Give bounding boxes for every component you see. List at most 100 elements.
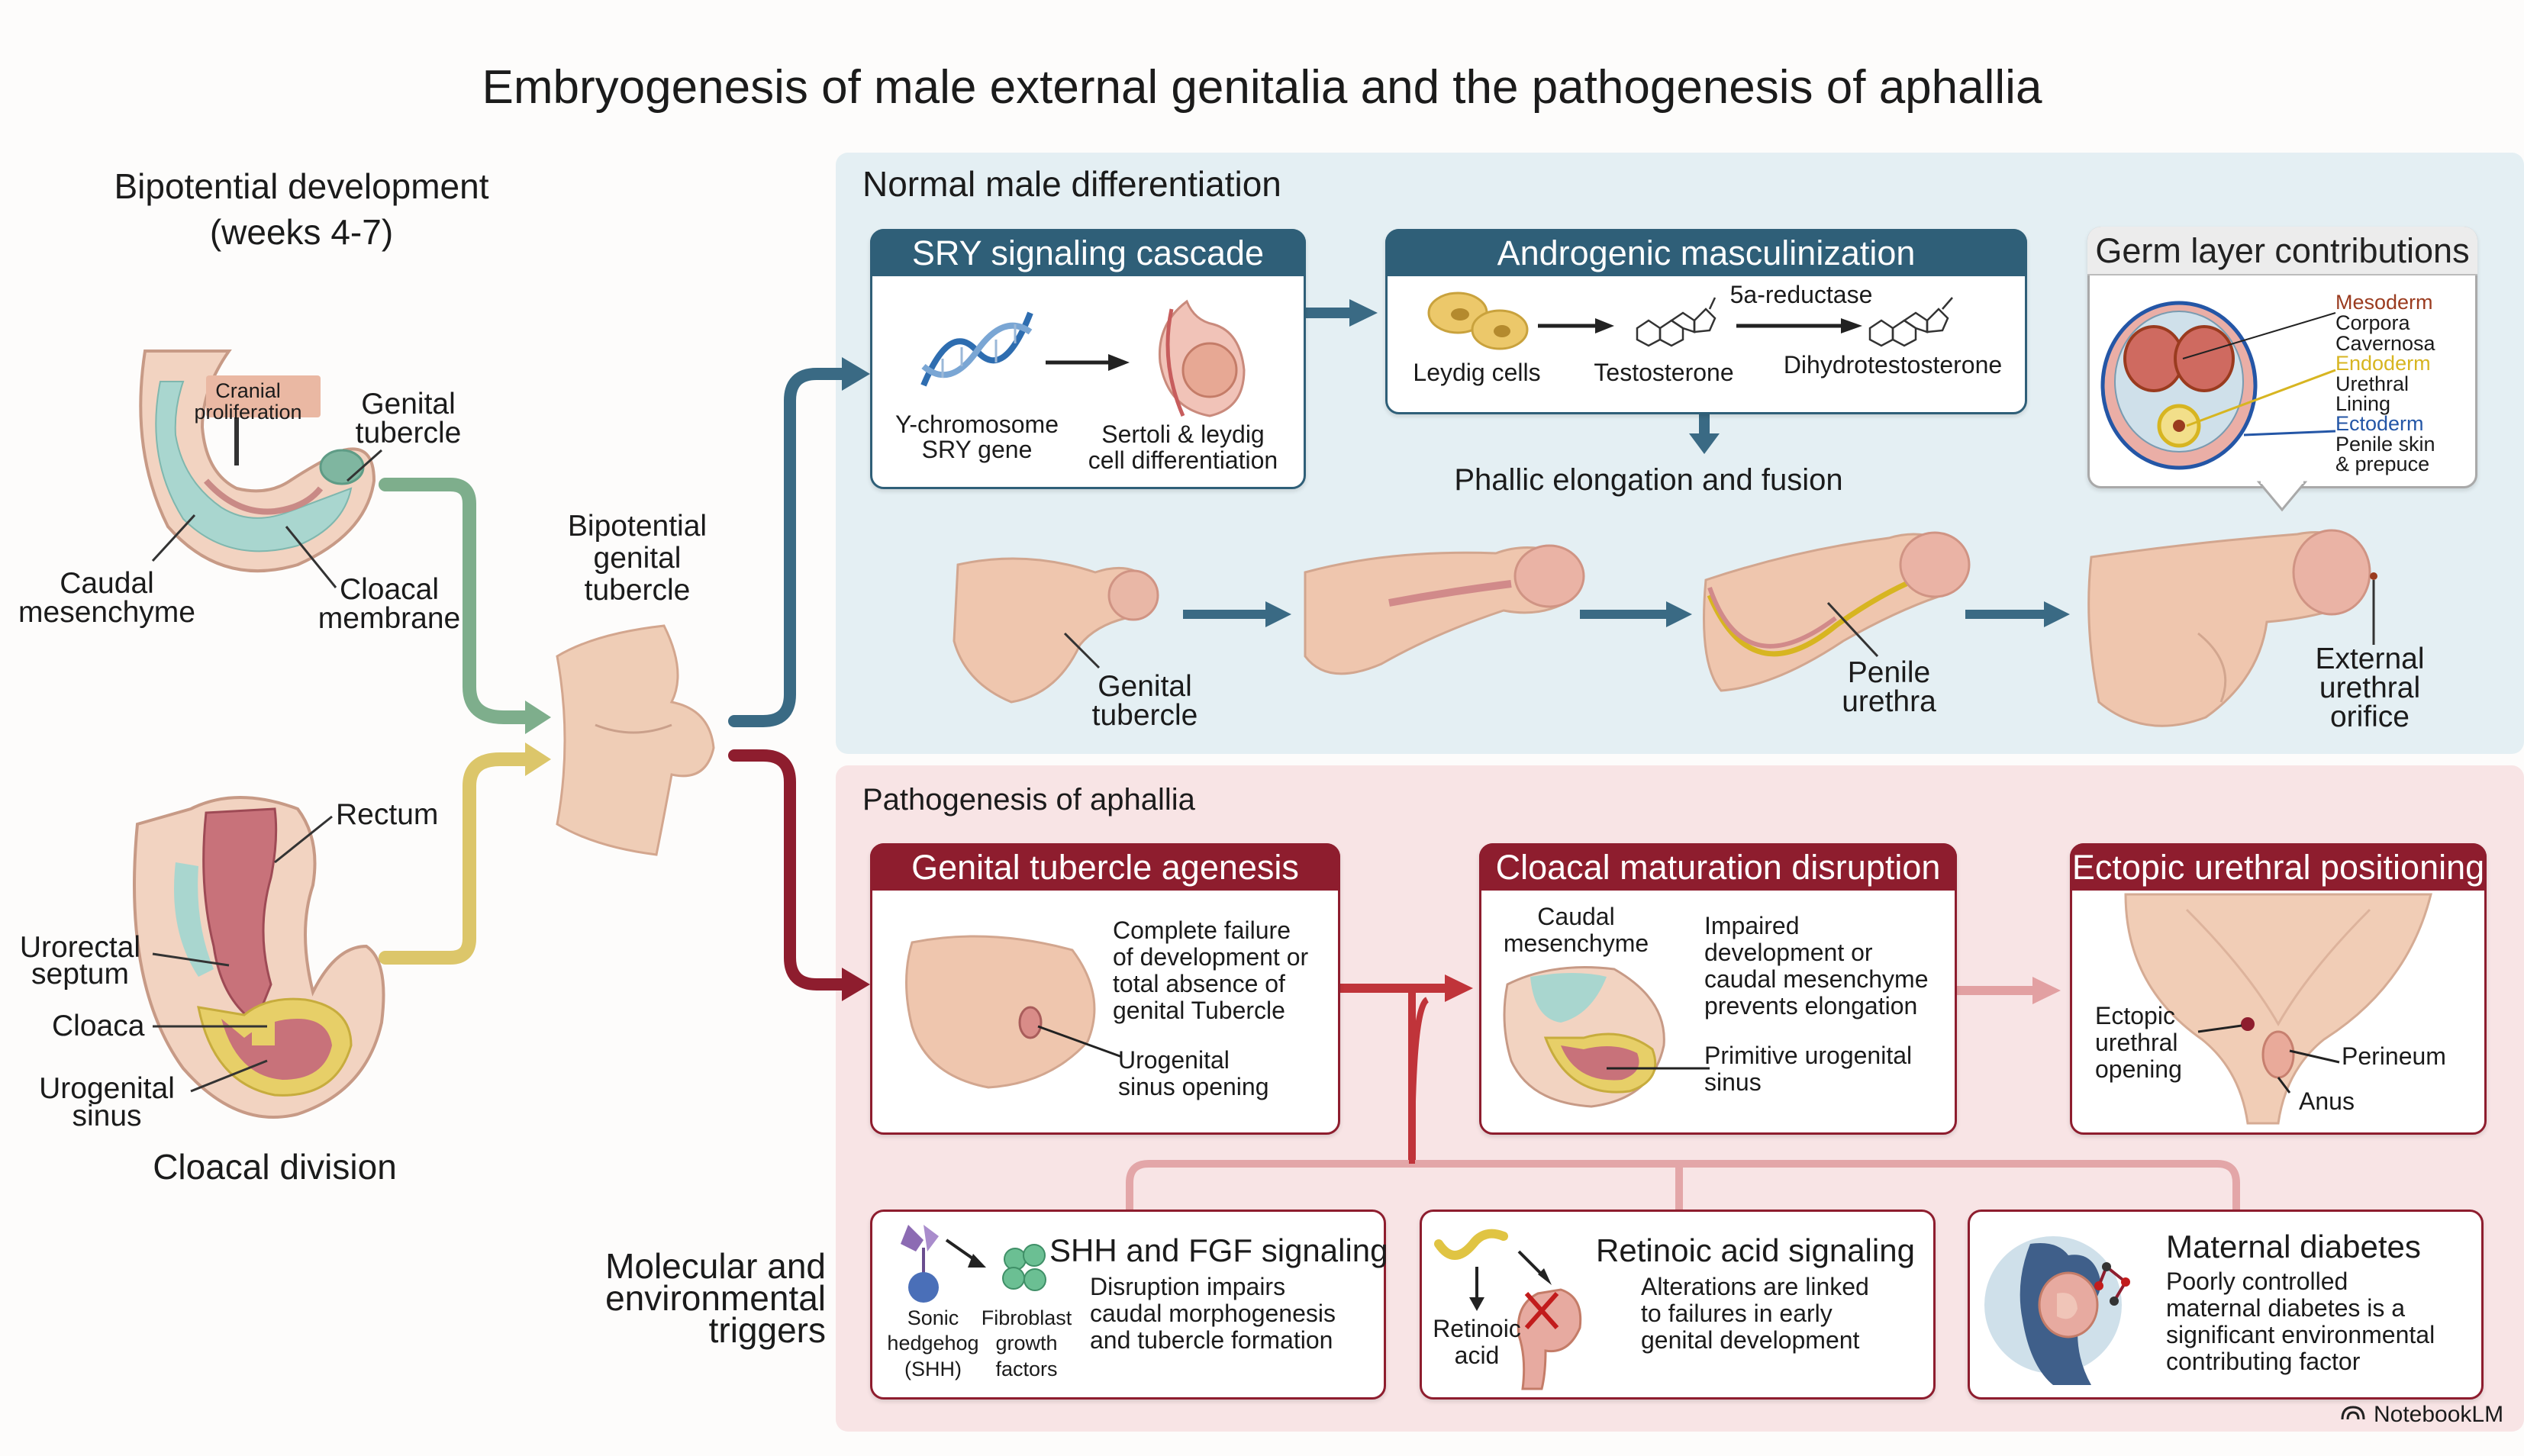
endoderm-desc-line1: Urethral	[2335, 372, 2410, 395]
stage-leaders	[1063, 580, 2375, 669]
cloacal-card-title: Cloacal maturation disruption	[1479, 843, 1957, 891]
aphallia-heading: Pathogenesis of aphallia	[862, 783, 1195, 817]
dht-label: Dihydrotestosterone	[1783, 351, 2003, 378]
shh-desc-line2: caudal morphogenesis	[1090, 1300, 1336, 1327]
dna-icon	[920, 311, 1033, 387]
bipotential-heading-line2: (weeks 4-7)	[209, 212, 394, 252]
stage-genital-label-line1: Genital	[1098, 670, 1192, 703]
androgen-card: Androgenic masculinization	[1385, 229, 2027, 414]
ectopic-opening-line1: Ectopic	[2095, 1002, 2175, 1029]
top-embryo-leaders	[151, 449, 382, 588]
leydig-label: Leydig cells	[1413, 359, 1541, 386]
agenesis-opening-line2: sinus opening	[1118, 1073, 1269, 1100]
genital-tubercle-label-line1: Genital	[361, 388, 456, 420]
stage-orifice-label-line1: External	[2315, 643, 2425, 675]
cranial-proliferation-line1: Cranial	[215, 379, 281, 402]
retinoic-desc-line1: Alterations are linked	[1641, 1273, 1869, 1300]
cloacal-caudal-line1: Caudal	[1537, 903, 1615, 930]
retinoic-desc-line3: genital development	[1641, 1326, 1860, 1354]
urorectal-septum-label-line2: septum	[31, 958, 129, 991]
triggers-heading-line2: environmental	[605, 1278, 826, 1318]
agenesis-desc-line2: of development or	[1113, 943, 1309, 971]
diabetes-desc-line2: maternal diabetes is a	[2166, 1294, 2406, 1322]
penis-cross-section-icon	[2100, 301, 2336, 470]
caudal-mesenchyme-label-line1: Caudal	[60, 567, 154, 600]
sry-card-title: SRY signaling cascade	[870, 229, 1306, 276]
bipotential-tubercle-label-line1: Bipotential	[567, 510, 708, 543]
germ-callout-pointer	[2256, 479, 2308, 512]
cloacal-membrane-label-line2: membrane	[318, 602, 461, 635]
cloaca-label: Cloaca	[52, 1010, 145, 1042]
ectopic-opening-line2: urethral	[2095, 1029, 2178, 1056]
agenesis-desc-line3: total absence of	[1113, 970, 1285, 997]
bipotential-heading-line1: Bipotential development	[114, 166, 489, 206]
germ-layer-card-title: Germ layer contributions	[2087, 227, 2477, 275]
mesoderm-desc-line1: Corpora	[2335, 311, 2410, 334]
watermark-label: NotebookLM	[2374, 1402, 2504, 1427]
retinoic-label-line1: Retinoic	[1433, 1315, 1521, 1342]
urogenital-sinus-label-line2: sinus	[72, 1100, 142, 1132]
early-embryo-illustration	[139, 350, 376, 573]
triggers-heading-line3: triggers	[708, 1310, 826, 1350]
retinoic-desc-line2: to failures in early	[1641, 1300, 1833, 1327]
ectoderm-desc-line2: & prepuce	[2335, 453, 2430, 475]
cloacal-caudal-line2: mesenchyme	[1503, 929, 1649, 957]
bottom-embryo-leaders	[152, 815, 333, 1093]
triggers-heading-line1: Molecular and	[605, 1246, 826, 1286]
fgf-label-line3: factors	[995, 1358, 1058, 1380]
ectopic-card-title: Ectopic urethral positioning	[2070, 843, 2487, 891]
cloacal-membrane-label-line1: Cloacal	[339, 573, 440, 606]
normal-differentiation-heading: Normal male differentiation	[862, 164, 1281, 204]
diabetes-desc-line1: Poorly controlled	[2166, 1268, 2348, 1295]
cloacal-division-label: Cloacal division	[153, 1147, 397, 1187]
agenesis-card-title: Genital tubercle agenesis	[870, 843, 1340, 891]
cloacal-desc-line1: Impaired	[1704, 912, 1800, 939]
ectopic-illustration	[2124, 893, 2432, 1125]
retinoic-acid-icon	[1434, 1229, 1582, 1390]
stage-orifice-label-line2: urethral	[2319, 672, 2421, 704]
sonic-label-line1: Sonic	[907, 1306, 959, 1329]
stage-urethra-label-line2: urethra	[1842, 685, 1936, 718]
rectum-label: Rectum	[336, 798, 439, 831]
cloacal-sinus-line1: Primitive urogenital	[1704, 1042, 1913, 1069]
endoderm-label: Endoderm	[2335, 352, 2431, 375]
caudal-mesenchyme-label-line2: mesenchyme	[18, 596, 195, 629]
anus-label: Anus	[2299, 1087, 2355, 1115]
pregnant-figure-icon	[1984, 1236, 2130, 1385]
diabetes-desc-line3: significant environmental	[2166, 1321, 2435, 1348]
notebooklm-logo-icon	[2341, 1406, 2365, 1420]
mesoderm-label: Mesoderm	[2335, 291, 2433, 314]
stage-adult-illustration	[2087, 529, 2377, 727]
agenesis-opening-line1: Urogenital	[1118, 1046, 1230, 1074]
sry-gene-label-line1: Y-chromosome	[895, 411, 1059, 438]
sonic-label-line2: hedgehog	[887, 1332, 979, 1355]
elongation-label: Phallic elongation and fusion	[1454, 463, 1843, 497]
cloacal-division-illustration	[133, 796, 385, 1119]
shh-desc-line1: Disruption impairs	[1090, 1273, 1286, 1300]
stage-urethra-label-line1: Penile	[1847, 656, 1931, 689]
shh-fgf-icon	[901, 1225, 1046, 1303]
cloacal-desc-line2: development or	[1704, 939, 1873, 966]
ectopic-opening-line3: opening	[2095, 1055, 2182, 1083]
dht-molecule-icon	[1868, 297, 1953, 347]
arrow-to-testosterone-icon	[1538, 318, 1614, 333]
cloacal-sinus-line2: sinus	[1704, 1068, 1762, 1096]
diabetes-card-title: Maternal diabetes	[2166, 1229, 2421, 1264]
fgf-label-line2: growth	[995, 1332, 1058, 1355]
fgf-label-line1: Fibroblast	[981, 1306, 1072, 1329]
ectoderm-label: Ectoderm	[2335, 412, 2424, 435]
diabetes-desc-line4: contributing factor	[2166, 1348, 2361, 1375]
stage-elongation-illustration	[1304, 544, 1585, 675]
stage-genital-label-line2: tubercle	[1091, 699, 1198, 732]
arrow-to-dht-icon	[1736, 318, 1862, 333]
cloacal-desc-line4: prevents elongation	[1704, 992, 1918, 1020]
enzyme-label: 5a-reductase	[1729, 281, 1873, 308]
sry-gene-label-line2: SRY gene	[921, 436, 1033, 463]
bipotential-tubercle-illustration	[556, 624, 715, 856]
page-title: Embryogenesis of male external genitalia…	[482, 61, 2042, 114]
shh-card-title: SHH and FGF signaling	[1049, 1232, 1388, 1268]
androgen-card-title: Androgenic masculinization	[1385, 229, 2027, 276]
cloacal-desc-line3: caudal mesenchyme	[1704, 965, 1929, 993]
right-arrow-icon	[1046, 354, 1130, 371]
